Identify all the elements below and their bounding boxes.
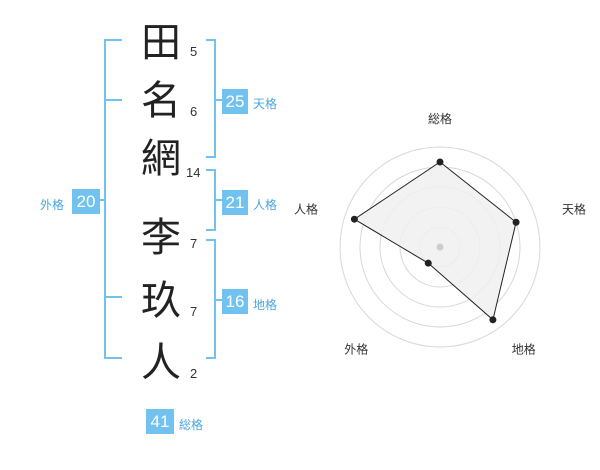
radar-point (489, 316, 497, 324)
radar-dots (350, 158, 520, 324)
radar-label-jinkaku: 人格 (294, 201, 318, 216)
chikaku-value: 16 (222, 289, 248, 314)
jinkaku-value: 21 (222, 190, 248, 215)
tenkaku-value: 25 (222, 89, 248, 114)
name-char-6: 人 (141, 340, 181, 386)
name-char-5: 玖 (141, 278, 181, 324)
jinkaku-label: 人格 (253, 198, 278, 212)
radar-label-soukaku: 総格 (428, 111, 452, 126)
radar-center (436, 243, 444, 251)
stroke-count-3: 14 (186, 165, 201, 180)
radar-label-tenkaku: 天格 (562, 201, 586, 216)
radar-point (512, 218, 520, 226)
radar-ring (339, 146, 541, 348)
stroke-count-2: 6 (190, 104, 198, 119)
radar-label-chikaku: 地格 (512, 342, 536, 357)
tenkaku-label: 天格 (253, 97, 278, 111)
name-char-3: 網 (141, 136, 181, 182)
radar-label-gaikaku: 外格 (344, 342, 368, 357)
radar-area (353, 161, 517, 321)
name-char-4: 李 (141, 215, 181, 261)
chikaku-label: 地格 (253, 298, 278, 312)
radar-point (424, 259, 432, 267)
radar-point (350, 215, 358, 223)
stroke-count-6: 2 (190, 366, 198, 381)
radar-point (436, 158, 444, 166)
stroke-count-1: 5 (190, 44, 198, 59)
tenkaku-bracket (206, 39, 216, 158)
soukaku-value: 41 (146, 409, 174, 434)
gaikaku-label: 外格 (40, 198, 65, 212)
soukaku-label: 総格 (179, 418, 204, 432)
gaikaku-value: 20 (72, 189, 100, 214)
name-char-1: 田 (141, 20, 181, 66)
name-char-2: 名 (141, 78, 181, 124)
stroke-count-5: 7 (190, 304, 198, 319)
stroke-count-4: 7 (190, 236, 198, 251)
